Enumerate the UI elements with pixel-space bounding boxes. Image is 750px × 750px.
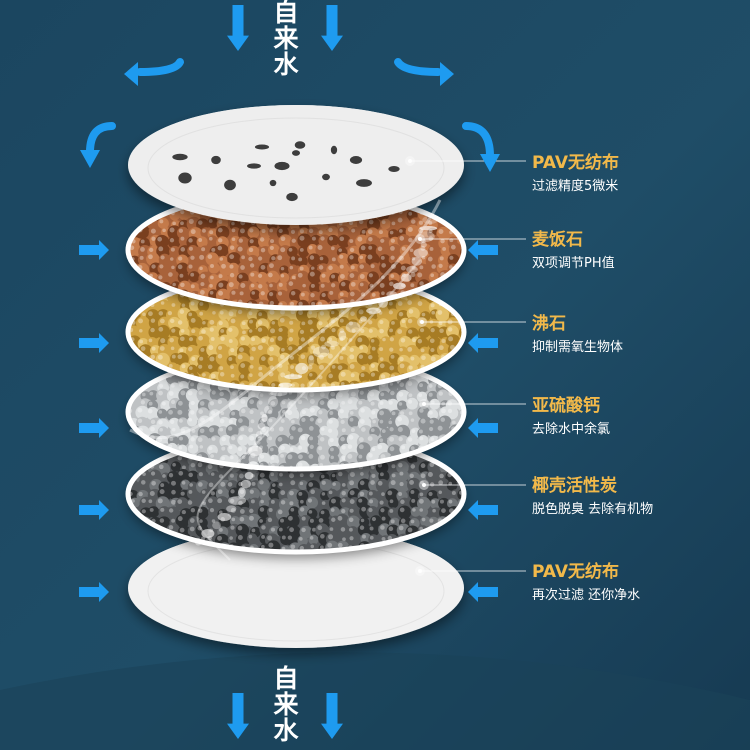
fabric-surface: [130, 528, 462, 644]
filter-layer-2: [125, 189, 467, 311]
outlet-label: 自来水: [273, 664, 299, 745]
layer-label-2: 麦饭石 双项调节PH值: [532, 230, 615, 273]
layer-name: 椰壳活性炭: [532, 476, 617, 496]
layer-desc: 过滤精度5微米: [532, 179, 619, 194]
water-splash: [129, 199, 442, 561]
inflow-arrow-icon: [227, 5, 249, 51]
layer-desc: 抑制需氧生物体: [532, 340, 624, 355]
impurity-particle: [349, 156, 363, 164]
layer-name: PAV无纺布: [532, 562, 620, 582]
fabric-surface: [130, 105, 462, 221]
curved-arrow-icon: [124, 58, 184, 86]
filter-layer-6: [128, 528, 464, 648]
impurity-particle: [330, 145, 338, 155]
side-inflow-arrow-icon: [468, 500, 498, 520]
impurity-particle: [294, 141, 306, 149]
side-inflow-arrow-icon: [468, 240, 498, 260]
impurity-particle: [211, 155, 221, 165]
outflow-arrow-icon: [227, 693, 249, 739]
curved-arrow-icon: [394, 58, 454, 86]
impurity-particle: [224, 179, 236, 191]
side-inflow-arrow-icon: [468, 418, 498, 438]
side-inflow-arrow-icon: [468, 333, 498, 353]
connector-5: [419, 480, 526, 490]
layer-label-5: 椰壳活性炭 脱色脱臭 去除有机物: [532, 476, 653, 519]
impurity-particle: [356, 179, 372, 187]
impurity-particle: [172, 153, 188, 161]
layer-label-1: PAV无纺布 过滤精度5微米: [532, 153, 619, 196]
impurity-particle: [269, 179, 277, 187]
filter-layer-1: [128, 105, 464, 225]
impurity-particle: [322, 173, 330, 181]
outflow-arrow-icon: [321, 693, 343, 739]
connector-4: [419, 399, 526, 409]
curved-arrow-icon: [80, 122, 116, 168]
layer-label-3: 沸石 抑制需氧生物体: [532, 314, 623, 357]
impurity-particle: [274, 161, 290, 171]
impurity-particle: [286, 192, 298, 202]
curved-arrow-icon: [462, 122, 500, 172]
layer-name: 沸石: [532, 314, 566, 334]
impurity-particle: [254, 144, 270, 150]
side-inflow-arrow-icon: [79, 500, 109, 520]
connector-2: [415, 234, 526, 244]
connector-1: [405, 156, 526, 166]
side-inflow-arrow-icon: [468, 582, 498, 602]
impurity-particle: [178, 172, 192, 184]
inlet-label: 自来水: [273, 0, 299, 79]
side-inflow-arrow-icon: [79, 582, 109, 602]
layer-desc: 双项调节PH值: [532, 256, 615, 271]
layer-desc: 脱色脱臭 去除有机物: [532, 502, 654, 517]
layer-label-6: PAV无纺布 再次过滤 还你净水: [532, 562, 640, 605]
impurity-particle: [247, 163, 261, 169]
inflow-arrow-icon: [321, 5, 343, 51]
layer-name: 亚硫酸钙: [532, 396, 600, 416]
impurity-particle: [291, 150, 301, 156]
side-inflow-arrow-icon: [79, 240, 109, 260]
connector-3: [417, 317, 526, 327]
connector-6: [415, 566, 526, 576]
layer-name: 麦饭石: [532, 230, 583, 250]
layer-desc: 再次过滤 还你净水: [532, 588, 641, 603]
side-inflow-arrow-icon: [79, 333, 109, 353]
layer-desc: 去除水中余氯: [532, 422, 611, 437]
layer-name: PAV无纺布: [532, 153, 620, 173]
impurity-particle: [388, 166, 400, 172]
layer-label-4: 亚硫酸钙 去除水中余氯: [532, 396, 610, 439]
side-inflow-arrow-icon: [79, 418, 109, 438]
